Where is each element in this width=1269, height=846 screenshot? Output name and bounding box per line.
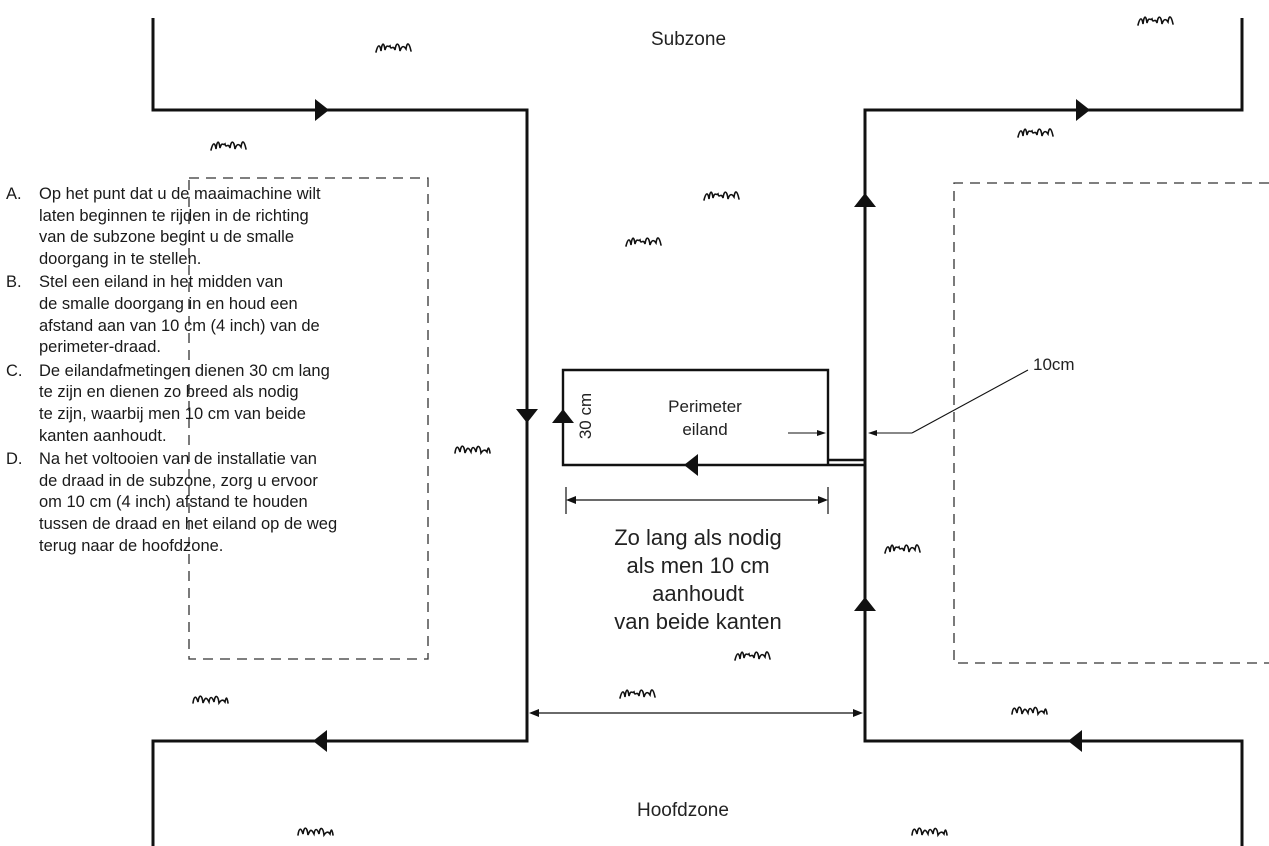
direction-arrow-icon: [516, 409, 538, 423]
instruction-line: terug naar de hoofdzone.: [39, 536, 224, 555]
direction-arrow-icon: [1076, 99, 1090, 121]
direction-arrow-icon: [854, 193, 876, 207]
gap-leader-line: [911, 369, 1029, 434]
instructions-dashed-frame: [188, 177, 429, 660]
grass-tuft-icon: [454, 445, 491, 454]
instruction-line: te zijn en dienen zo breed als nodig: [39, 383, 299, 402]
instruction-letter: B.: [6, 273, 22, 292]
instruction-line: de smalle doorgang in en houd een: [39, 294, 298, 313]
instruction-item: A. Op het punt dat u de maaimachine wilt…: [6, 184, 428, 270]
length-caption-line3: aanhoudt: [652, 581, 744, 606]
dimension-arrowhead: [853, 709, 863, 717]
instruction-line: perimeter-draad.: [39, 338, 161, 357]
island-label-line1: Perimeter: [668, 397, 742, 416]
instruction-letter: A.: [6, 185, 22, 203]
instruction-line: van de subzone begint u de smalle: [39, 228, 295, 247]
instruction-letter: D.: [6, 450, 23, 469]
grass-tuft-icon: [911, 827, 948, 836]
grass-tuft-icon: [297, 827, 334, 836]
grass-tuft-icon: [192, 695, 229, 704]
direction-arrow-icon: [315, 99, 329, 121]
instruction-line: kanten aanhoudt.: [39, 426, 167, 445]
dimension-arrowhead: [868, 430, 877, 436]
gap-label: 10cm: [1033, 355, 1075, 374]
instruction-item: B. Stel een eiland in het midden van de …: [6, 272, 428, 358]
mainzone-wire-left: [151, 712, 529, 846]
dimension-arrowhead: [817, 430, 826, 436]
island-label-line2: eiland: [682, 420, 728, 439]
instruction-line: laten beginnen te rijden in de richting: [39, 206, 309, 225]
right-zone-dashed-frame: [953, 182, 1269, 664]
grass-tuft-icon: [625, 237, 662, 247]
island-height-label: 30 cm: [576, 392, 595, 440]
dimension-arrowhead: [566, 496, 576, 504]
instructions-list: A. Op het punt dat u de maaimachine wilt…: [6, 184, 428, 559]
mainzone-label: Hoofdzone: [637, 800, 729, 821]
instruction-line: om 10 cm (4 inch) afstand te houden: [39, 493, 308, 512]
grass-tuft-icon: [375, 43, 412, 53]
grass-tuft-icon: [1017, 128, 1054, 138]
subzone-wire-right: [863, 18, 1244, 712]
instruction-line: Stel een eiland in het midden van: [39, 273, 284, 292]
grass-tuft-icon: [210, 141, 247, 151]
grass-tuft-icon: [734, 651, 771, 661]
direction-arrow-icon: [552, 409, 574, 423]
grass-tuft-icon: [619, 689, 656, 699]
grass-tuft-icon: [1137, 16, 1174, 26]
instruction-item: C. De eilandafmetingen dienen 30 cm lang…: [6, 361, 428, 447]
length-caption-line4: van beide kanten: [614, 609, 782, 634]
length-caption-line1: Zo lang als nodig: [614, 525, 782, 550]
subzone-label: Subzone: [651, 29, 727, 50]
perimeter-island-wire: [561, 368, 865, 467]
instruction-letter: C.: [6, 361, 23, 380]
direction-arrow-icon: [854, 597, 876, 611]
grass-tuft-icon: [884, 544, 921, 554]
instruction-line: de draad in de subzone, zorg u ervoor: [39, 471, 318, 490]
direction-arrow-icon: [313, 730, 327, 752]
instruction-line: te zijn, waarbij men 10 cm van beide: [39, 404, 306, 423]
dimension-arrowhead: [529, 709, 539, 717]
instruction-line: afstand aan van 10 cm (4 inch) van de: [39, 316, 320, 335]
dimension-arrowhead: [818, 496, 828, 504]
instruction-line: Na het voltooien van de installatie van: [39, 450, 317, 469]
instruction-line: tussen de draad en het eiland op de weg: [39, 514, 338, 533]
grass-tuft-icon: [1011, 706, 1048, 715]
length-caption: Zo lang als nodig als men 10 cm aanhoudt…: [567, 524, 829, 636]
direction-arrow-icon: [1068, 730, 1082, 752]
mainzone-wire-right: [863, 712, 1244, 846]
length-caption-line2: als men 10 cm: [626, 553, 770, 578]
direction-arrow-icon: [684, 454, 698, 476]
instruction-line: De eilandafmetingen dienen 30 cm lang: [39, 361, 330, 380]
instruction-item: D. Na het voltooien van de installatie v…: [6, 449, 428, 557]
instruction-line: Op het punt dat u de maaimachine wilt: [39, 185, 321, 203]
instruction-line: doorgang in te stellen.: [39, 249, 202, 268]
grass-tuft-icon: [703, 191, 740, 201]
